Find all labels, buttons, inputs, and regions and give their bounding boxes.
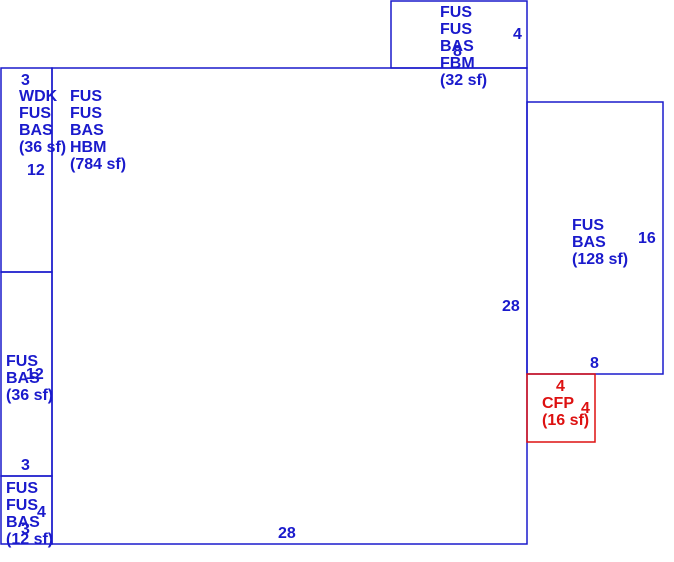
area-label-line: (36 sf): [19, 139, 66, 156]
dimension-right-wing-width: 8: [590, 355, 599, 372]
dimension-porch-width: 4: [556, 378, 565, 395]
area-label-line: BAS: [6, 370, 40, 387]
dimension-left-middle-height: 12: [26, 366, 44, 383]
area-label-line: BAS: [70, 122, 104, 139]
area-label-porch: CFP(16 sf): [542, 395, 589, 429]
dimension-left-bottom-width: 3: [21, 457, 30, 474]
area-label-line: FUS: [70, 88, 102, 105]
area-label-line: (12 sf): [6, 531, 53, 548]
dimension-left-bottom-height: 4: [37, 504, 46, 521]
dimension-left-bottom-extra: 3: [21, 521, 30, 538]
area-label-line: (784 sf): [70, 156, 126, 173]
area-label-line: (36 sf): [6, 387, 53, 404]
area-label-line: BAS: [440, 38, 474, 55]
area-label-line: FUS: [6, 353, 38, 370]
dimension-left-top-height: 12: [27, 162, 45, 179]
dimension-top-addition-width: 8: [453, 43, 462, 60]
area-label-line: FUS: [440, 21, 472, 38]
area-label-line: (16 sf): [542, 412, 589, 429]
area-label-line: WDK: [19, 88, 58, 105]
area-label-line: FBM: [440, 55, 475, 72]
area-label-line: BAS: [6, 514, 40, 531]
top-addition-outline: [390, 0, 528, 69]
dimension-porch-height: 4: [581, 400, 590, 417]
area-label-line: (32 sf): [440, 72, 487, 89]
area-label-line: HBM: [70, 139, 106, 156]
area-label-line: FUS: [440, 4, 472, 21]
dimension-main-height: 28: [502, 298, 520, 315]
area-label-line: BAS: [19, 122, 53, 139]
dimension-top-addition-side: 4: [513, 26, 522, 43]
porch-outline: [526, 373, 596, 443]
dimension-right-wing-height: 16: [638, 230, 656, 247]
area-label-line: (128 sf): [572, 251, 628, 268]
area-label-line: FUS: [6, 497, 38, 514]
area-label-line: FUS: [70, 105, 102, 122]
dimension-main-width: 28: [278, 525, 296, 542]
left-bottom-outline: [0, 475, 53, 545]
area-label-line: FUS: [6, 480, 38, 497]
area-label-line: FUS: [572, 217, 604, 234]
dimension-left-top-width: 3: [21, 72, 30, 89]
main-area-outline: [51, 67, 528, 545]
area-label-line: BAS: [572, 234, 606, 251]
area-label-line: CFP: [542, 395, 574, 412]
area-label-line: FUS: [19, 105, 51, 122]
